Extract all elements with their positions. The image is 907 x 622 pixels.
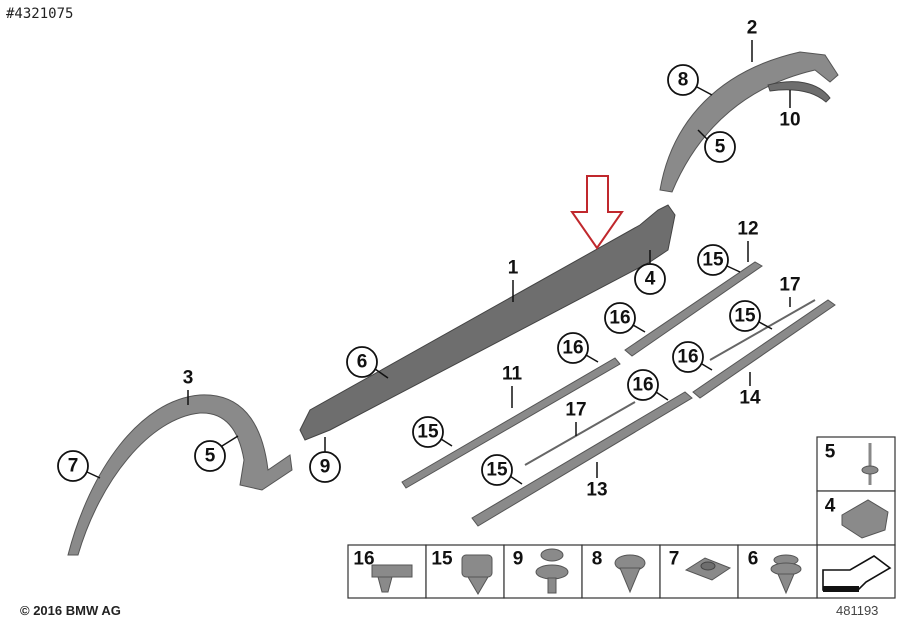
table-label-16: 16	[353, 549, 374, 570]
svg-text:5: 5	[715, 137, 726, 158]
svg-text:15: 15	[486, 460, 508, 481]
svg-text:15: 15	[417, 422, 439, 443]
callout-8: 8	[667, 64, 699, 96]
clip-nut-icon	[841, 499, 889, 539]
trim-strip-11	[401, 357, 621, 489]
callout-4: 4	[634, 263, 666, 295]
callout-16d: 16	[627, 369, 659, 401]
push-rivet-6-icon	[770, 554, 802, 595]
callout-12: 12	[737, 219, 758, 240]
callout-5a: 5	[704, 131, 736, 163]
table-label-6: 6	[748, 549, 759, 570]
callout-2: 2	[747, 18, 758, 39]
callout-17a: 17	[779, 275, 800, 296]
clip-7-icon	[684, 557, 732, 581]
callout-14: 14	[739, 388, 761, 409]
table-label-7: 7	[669, 549, 680, 570]
seal-strip-17a	[709, 299, 816, 361]
callout-16c: 16	[557, 332, 589, 364]
table-label-15: 15	[431, 549, 453, 570]
callout-3: 3	[183, 368, 194, 389]
table-label-8: 8	[592, 549, 603, 570]
callout-9: 9	[309, 451, 341, 483]
leader-lines	[86, 40, 791, 485]
highlight-arrow-icon	[570, 175, 624, 250]
table-label-4: 4	[825, 496, 836, 517]
rivet-icon	[861, 443, 879, 485]
callout-17b: 17	[565, 400, 586, 421]
svg-text:16: 16	[632, 375, 653, 396]
callout-16b: 16	[672, 341, 704, 373]
callout-16a: 16	[604, 302, 636, 334]
seal-strip-17b	[524, 401, 636, 466]
trim-strip-14	[692, 299, 836, 399]
diagram-number: 481193	[836, 603, 879, 618]
svg-text:15: 15	[734, 306, 756, 327]
table-label-5: 5	[825, 442, 836, 463]
front-wheel-arch-trim	[67, 394, 293, 556]
svg-text:7: 7	[68, 456, 79, 477]
callout-6: 6	[346, 346, 378, 378]
callout-11: 11	[502, 364, 523, 385]
side-sill-trim	[299, 204, 676, 441]
rear-wheel-arch-trim	[659, 51, 839, 193]
callout-15b: 15	[729, 300, 761, 332]
table-label-9: 9	[513, 549, 524, 570]
svg-text:16: 16	[677, 347, 698, 368]
callout-5b: 5	[194, 440, 226, 472]
trim-strip-13	[471, 391, 693, 527]
svg-text:16: 16	[609, 308, 630, 329]
svg-text:8: 8	[678, 70, 689, 91]
copyright-text: © 2016 BMW AG	[20, 603, 121, 618]
trim-strip-12	[624, 261, 763, 357]
svg-text:15: 15	[702, 250, 724, 271]
clip-15-icon	[461, 554, 493, 595]
callout-15a: 15	[697, 244, 729, 276]
svg-text:5: 5	[205, 446, 216, 467]
svg-text:9: 9	[320, 457, 331, 478]
clip-16-icon	[371, 564, 413, 593]
svg-text:6: 6	[357, 352, 368, 373]
callout-1: 1	[508, 258, 519, 279]
parts-table: 5 4 16 15 9 8 7 6	[347, 436, 896, 599]
reference-id: #4321075	[6, 6, 74, 22]
callout-13: 13	[586, 480, 607, 501]
push-rivet-9-icon	[535, 548, 569, 594]
push-rivet-8-icon	[614, 554, 646, 594]
direction-arrow-icon	[822, 555, 892, 592]
svg-text:16: 16	[562, 338, 583, 359]
callout-10: 10	[779, 110, 800, 131]
callout-15c: 15	[412, 416, 444, 448]
svg-text:4: 4	[645, 269, 656, 290]
callout-7: 7	[57, 450, 89, 482]
callout-15d: 15	[481, 454, 513, 486]
rear-arch-small-trim	[767, 81, 831, 103]
